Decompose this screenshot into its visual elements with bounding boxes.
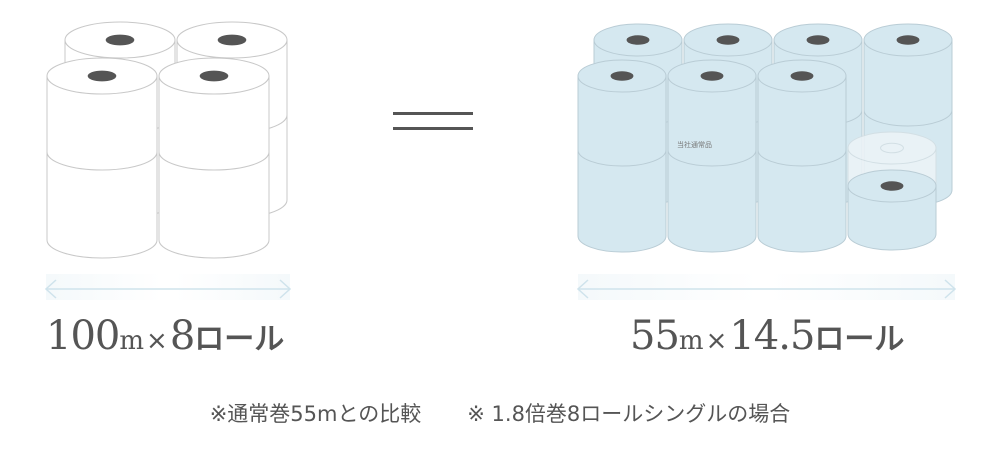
left-length-value: 100: [46, 313, 120, 359]
right-length-unit: m: [678, 326, 704, 356]
left-roll-count: 8: [169, 313, 195, 359]
right-width-arrow: [576, 274, 957, 300]
left-times-symbol: ×: [146, 326, 168, 356]
right-roll-pack: [577, 23, 953, 253]
roll-core-icon: [896, 35, 920, 45]
right-times-symbol: ×: [705, 326, 728, 356]
right-roll-front-1: [577, 59, 667, 253]
roll-core-icon: [199, 70, 229, 82]
left-roll-pack: [46, 21, 288, 259]
left-width-arrow: [44, 274, 292, 300]
left-roll-front-1: [46, 57, 158, 259]
right-quantity-label: 55m×14.5ロール: [630, 316, 904, 356]
roll-core-icon: [87, 70, 117, 82]
roll-core-icon: [880, 181, 904, 191]
footnote-comparison: ※通常巻55mとの比較: [209, 402, 422, 426]
roll-core-icon: [806, 35, 830, 45]
roll-core-icon: [790, 71, 814, 81]
right-length-value: 55: [630, 313, 680, 359]
left-roll-word: ロール: [194, 322, 285, 357]
equals-icon: [393, 112, 473, 130]
left-quantity-label: 100m×8ロール: [46, 316, 284, 356]
footnote-condition: ※ 1.8倍巻8ロールシングルの場合: [467, 402, 791, 426]
roll-core-icon: [716, 35, 740, 45]
product-tag-label: 当社通常品: [677, 140, 712, 149]
roll-core-icon: [626, 35, 650, 45]
right-roll-word: ロール: [814, 322, 905, 357]
roll-core-icon: [610, 71, 634, 81]
left-length-unit: m: [119, 326, 145, 356]
right-roll-front-2: [667, 59, 757, 253]
roll-core-icon: [105, 34, 135, 46]
right-roll-front-3: [757, 59, 847, 253]
left-roll-front-2: [158, 57, 270, 259]
roll-core-icon: [880, 142, 904, 154]
roll-core-icon: [700, 71, 724, 81]
roll-core-icon: [217, 34, 247, 46]
right-roll-half: [847, 169, 937, 251]
right-roll-count: 14.5: [729, 313, 815, 359]
roll-comparison-illustration: 当社通常品: [44, 21, 957, 300]
footnotes: ※通常巻55mとの比較 ※ 1.8倍巻8ロールシングルの場合: [0, 398, 1000, 428]
